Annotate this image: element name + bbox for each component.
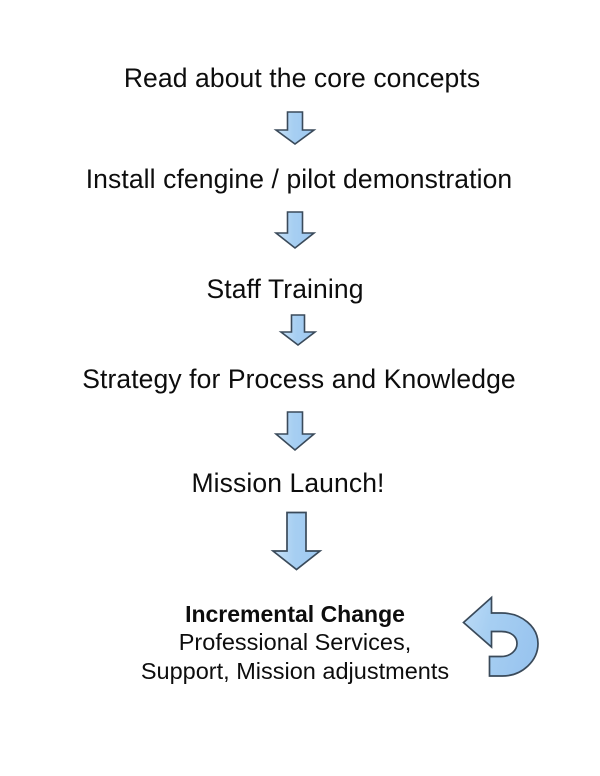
down-arrow-icon-connector-2 xyxy=(273,211,317,250)
flow-step-mission-launch: Mission Launch! xyxy=(191,468,385,498)
incremental-change-line-3: Support, Mission adjustments xyxy=(140,658,450,684)
flow-step-read-about-core-concepts: Read about the core concepts xyxy=(123,63,481,93)
down-arrow-icon-connector-1 xyxy=(273,111,317,145)
incremental-change-heading: Incremental Change xyxy=(185,601,405,627)
curved-loop-arrow-icon xyxy=(460,594,544,684)
flow-step-incremental-change: Incremental Change Professional Services… xyxy=(0,600,595,686)
flow-step-staff-training: Staff Training xyxy=(206,274,364,304)
down-arrow-icon-connector-5 xyxy=(270,511,323,571)
down-arrow-icon-connector-4 xyxy=(273,411,317,452)
flow-step-install-cfengine: Install cfengine / pilot demonstration xyxy=(85,164,513,194)
down-arrow-icon-connector-3 xyxy=(278,314,318,347)
flow-step-strategy-process-knowledge: Strategy for Process and Knowledge xyxy=(82,364,516,394)
incremental-change-line-2: Professional Services, xyxy=(178,629,412,655)
